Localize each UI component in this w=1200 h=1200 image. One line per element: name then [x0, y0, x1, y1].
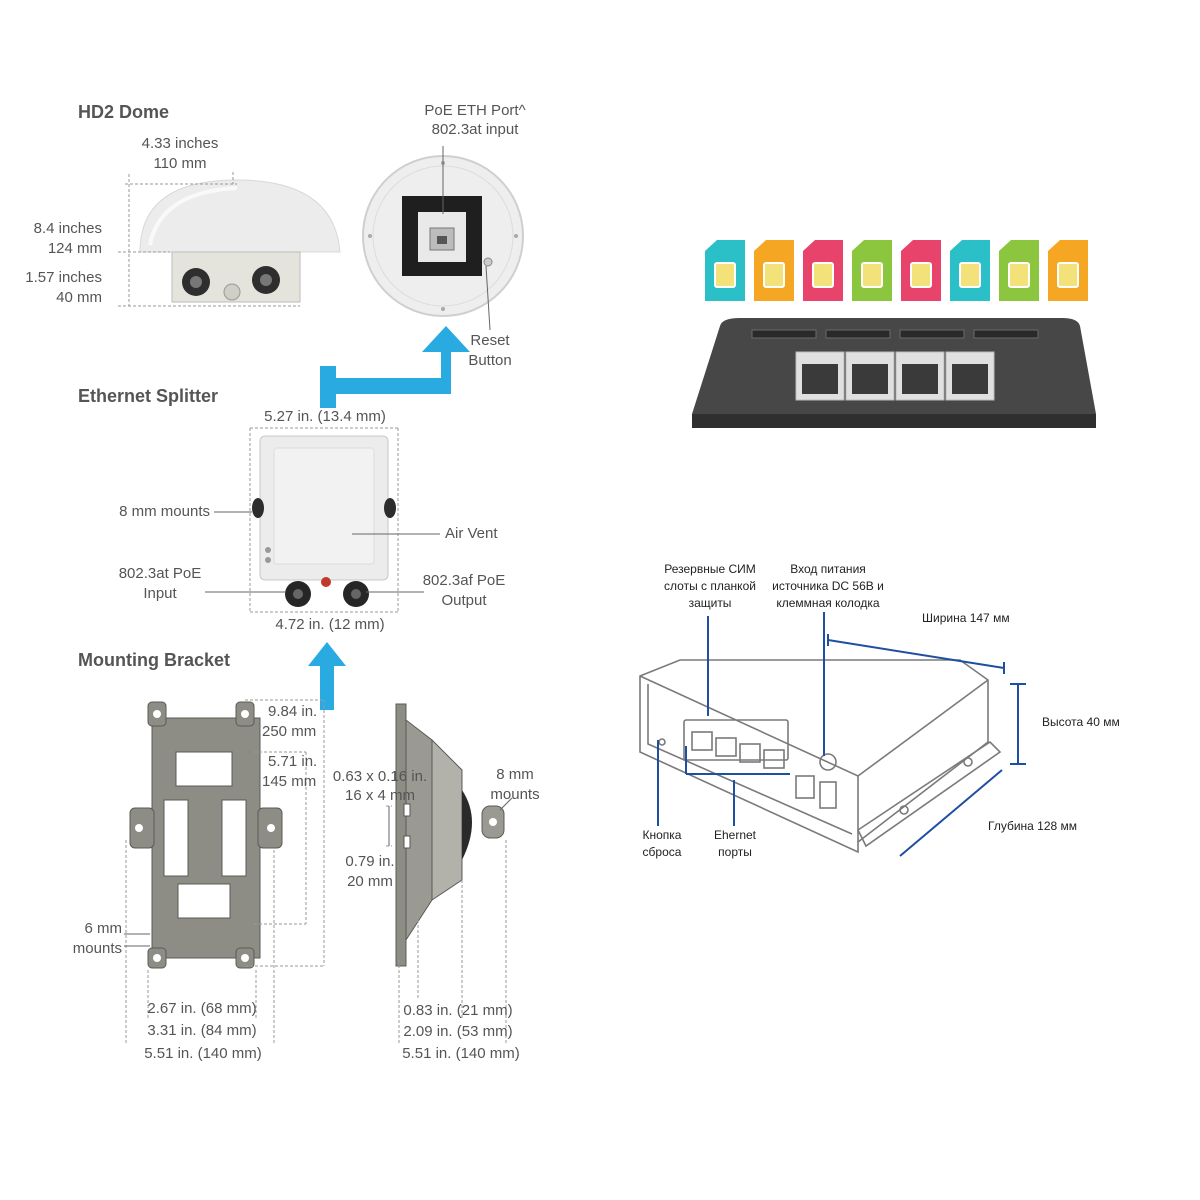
hd2-height-mm: 124 mm: [47, 240, 102, 257]
bracket-front-callout-lines: [124, 933, 150, 947]
sim-card-icon: [803, 240, 843, 301]
sim-card-icon: [999, 240, 1039, 301]
hd2-dimension-lines: [118, 172, 300, 307]
router-power-2: источника DC 56В и: [772, 579, 884, 593]
bracket-gap-mm: 20 mm: [347, 873, 393, 890]
router-height: Высота 40 мм: [1042, 715, 1120, 729]
splitter-output-1: 802.3af PoE: [422, 572, 506, 589]
sim-card-icon: [754, 240, 794, 301]
router-sim-slots-1: Резервные СИМ: [664, 562, 756, 576]
mounting-bracket-title: Mounting Bracket: [78, 650, 231, 670]
router-depth: Глубина 128 мм: [988, 819, 1078, 833]
sim-card-icon: [852, 240, 892, 301]
bracket-slot-mm: 16 x 4 mm: [344, 787, 416, 804]
hd2-height-in: 8.4 inches: [33, 220, 102, 237]
bracket-slot-in: 0.63 x 0.16 in.: [332, 768, 428, 785]
bracket-h1-mm: 250 mm: [262, 723, 317, 740]
hd2-base-in: 1.57 inches: [25, 269, 102, 286]
splitter-input-2: Input: [143, 585, 177, 602]
splitter-bottom-dim: 4.72 in. (12 mm): [275, 616, 385, 633]
reset-label-1: Reset: [470, 332, 510, 349]
router-power-1: Вход питания: [790, 562, 866, 576]
splitter-output-2: Output: [441, 592, 487, 609]
splitter-mounts-label: 8 mm mounts: [119, 503, 210, 520]
router-eth-2: порты: [718, 845, 752, 859]
router-power-3: клеммная колодка: [776, 596, 880, 610]
hd2-callout-lines: [442, 146, 491, 331]
hd2-dome-bottom-image: [362, 155, 524, 317]
bracket-w2: 3.31 in. (84 mm): [147, 1022, 257, 1039]
sim-card-icon: [901, 240, 941, 301]
bracket-h2-in: 5.71 in.: [268, 753, 318, 770]
sim-chip-icon: [1057, 262, 1079, 288]
bracket-front-mounts-1: 6 mm: [84, 920, 123, 937]
router-reset-2: сброса: [642, 845, 682, 859]
poe-port-label: PoE ETH Port^: [424, 102, 526, 119]
bracket-h2-mm: 145 mm: [262, 773, 317, 790]
hd2-width-in: 4.33 inches: [141, 135, 219, 152]
hd2-dome-side-image: [139, 179, 341, 303]
ethernet-splitter-title: Ethernet Splitter: [78, 386, 219, 406]
mounting-bracket-side-image: [395, 703, 505, 967]
splitter-dimension-lines: [249, 427, 399, 613]
bracket-d3: 5.51 in. (140 mm): [402, 1045, 520, 1062]
bracket-side-callout-lines: [388, 797, 513, 846]
bracket-h1-in: 9.84 in.: [268, 703, 318, 720]
bracket-gap-in: 0.79 in.: [345, 853, 395, 870]
splitter-callout-lines: [205, 511, 440, 593]
router-eth-1: Ehernet: [713, 828, 757, 842]
sim-card-icon: [1048, 240, 1088, 301]
splitter-input-1: 802.3at PoE: [118, 565, 202, 582]
air-vent-label: Air Vent: [445, 525, 498, 542]
router-dimension-lines: [657, 612, 1026, 857]
router-outline-drawing: [639, 659, 1002, 854]
hd2-width-mm: 110 mm: [153, 155, 207, 172]
flow-arrows: [308, 326, 470, 710]
bracket-side-mounts-1: 8 mm: [496, 766, 534, 783]
sim-chip-icon: [861, 262, 883, 288]
sim-chip-icon: [714, 262, 736, 288]
bracket-w3: 5.51 in. (140 mm): [144, 1045, 262, 1062]
sim-chip-icon: [910, 262, 932, 288]
poe-input-label: 802.3at input: [431, 121, 519, 138]
router-sim-slots-3: защиты: [688, 596, 732, 610]
bracket-w1: 2.67 in. (68 mm): [147, 1000, 257, 1017]
reset-label-2: Button: [468, 352, 512, 369]
sim-chip-icon: [1008, 262, 1030, 288]
sim-card-icon: [705, 240, 745, 301]
bracket-d2: 2.09 in. (53 mm): [403, 1023, 513, 1040]
bracket-front-dimension-lines: [125, 699, 325, 1044]
router-sim-slots-2: слоты с планкой: [664, 579, 756, 593]
router-front-image: [692, 318, 1096, 428]
sim-chip-icon: [959, 262, 981, 288]
hd2-base-mm: 40 mm: [56, 289, 102, 306]
mounting-bracket-front-image: [129, 701, 283, 969]
hd2-dome-title: HD2 Dome: [78, 102, 170, 122]
router-reset-1: Кнопка: [642, 828, 682, 842]
bracket-d1: 0.83 in. (21 mm): [403, 1002, 513, 1019]
splitter-top-dim: 5.27 in. (13.4 mm): [264, 408, 386, 425]
sim-card-icon: [950, 240, 990, 301]
bracket-front-mounts-2: mounts: [72, 940, 122, 957]
sim-chip-icon: [812, 262, 834, 288]
router-width: Ширина 147 мм: [922, 611, 1010, 625]
sim-chip-icon: [763, 262, 785, 288]
ethernet-splitter-image: [252, 435, 396, 607]
bracket-side-mounts-2: mounts: [490, 786, 540, 803]
